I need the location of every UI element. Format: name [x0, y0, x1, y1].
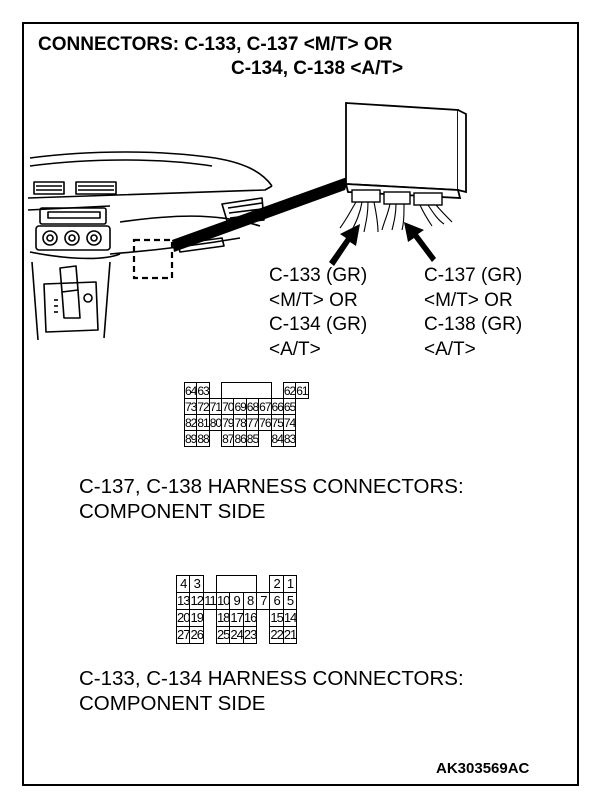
connector-lock — [215, 575, 258, 593]
pin: 25 — [215, 626, 230, 644]
pin: 13 — [175, 592, 191, 610]
pin-gap — [209, 431, 221, 447]
pin-gap — [296, 431, 308, 447]
pin: 10 — [215, 592, 230, 610]
pin-gap — [203, 627, 216, 644]
pin: 88 — [196, 430, 210, 447]
ecu-module — [344, 102, 467, 199]
pin-gap — [296, 399, 308, 415]
pin: 6 — [269, 592, 284, 610]
caption-upper-line-2: COMPONENT SIDE — [79, 500, 266, 523]
pin: 80 — [208, 414, 222, 431]
diagram-frame — [22, 22, 579, 786]
pin-gap — [257, 576, 270, 593]
pin-gap — [296, 415, 308, 431]
pin: 66 — [270, 398, 284, 415]
pin: 17 — [229, 609, 244, 627]
pin: 64 — [183, 382, 197, 399]
pin-gap — [203, 576, 216, 593]
pin: 87 — [221, 430, 234, 447]
connector-c137-c138: 64 63 62 61 73 72 71 70 69 68 67 66 65 8… — [183, 382, 309, 447]
pin: 18 — [215, 609, 230, 627]
pin: 12 — [189, 592, 204, 610]
pointer-wedge — [172, 176, 350, 252]
callout-right: C-137 (GR) <M/T> OR C-138 (GR) <A/T> — [424, 264, 522, 362]
pin: 63 — [196, 382, 210, 399]
caption-lower-line-2: COMPONENT SIDE — [79, 692, 266, 715]
pin: 89 — [183, 430, 197, 447]
callout-left-line: C-133 (GR) — [269, 265, 368, 286]
pin-gap — [271, 383, 283, 399]
pin: 77 — [245, 414, 259, 431]
pin-gap — [257, 610, 270, 627]
pin: 8 — [242, 592, 258, 610]
pin: 78 — [233, 414, 247, 431]
pin: 21 — [282, 626, 297, 644]
figure-code: AK303569AC — [436, 760, 530, 777]
pin: 22 — [269, 626, 284, 644]
title-line-1: CONNECTORS: C-133, C-137 <M/T> OR — [38, 34, 393, 55]
pin: 83 — [282, 430, 296, 447]
pin: 75 — [270, 414, 284, 431]
pin: 15 — [269, 609, 284, 627]
pin: 82 — [183, 414, 197, 431]
caption-upper: C-137, C-138 HARNESS CONNECTORS: COMPONE… — [79, 474, 464, 524]
pin: 20 — [175, 609, 191, 627]
callout-right-line: <M/T> OR — [424, 289, 513, 311]
pin: 65 — [282, 398, 296, 415]
pin: 19 — [189, 609, 204, 627]
pin: 84 — [270, 430, 284, 447]
callout-right-line: C-138 (GR) — [424, 314, 523, 335]
pin: 23 — [242, 626, 257, 644]
pin-gap — [203, 610, 216, 627]
title-line-2: C-134, C-138 <A/T> — [231, 58, 404, 79]
pin: 72 — [196, 398, 210, 415]
connector-c133-c134: 4 3 2 1 13 12 11 10 9 8 7 6 5 20 19 18 1… — [175, 575, 298, 644]
callout-left: C-133 (GR) <M/T> OR C-134 (GR) <A/T> — [269, 264, 367, 362]
pin: 27 — [175, 626, 191, 644]
callout-right-line: <A/T> — [424, 338, 476, 360]
connector-lock — [221, 382, 272, 399]
pin: 5 — [282, 592, 298, 610]
arrow-left — [329, 224, 360, 266]
pin-gap — [257, 627, 270, 644]
caption-lower: C-133, C-134 HARNESS CONNECTORS: COMPONE… — [79, 666, 464, 716]
pin: 26 — [189, 626, 204, 644]
pin: 74 — [282, 414, 296, 431]
callout-left-line: <A/T> — [269, 338, 321, 360]
pin: 67 — [258, 398, 272, 415]
pin: 16 — [242, 609, 257, 627]
pin: 85 — [245, 430, 259, 447]
pin: 9 — [229, 592, 244, 610]
caption-upper-line-1: C-137, C-138 HARNESS CONNECTORS: — [79, 475, 464, 498]
pin: 86 — [233, 430, 247, 447]
pin: 1 — [282, 575, 298, 593]
pin: 79 — [221, 414, 234, 431]
pin: 24 — [229, 626, 244, 644]
pin: 76 — [258, 414, 272, 431]
pin: 11 — [202, 592, 217, 610]
pin: 61 — [295, 382, 309, 399]
pin: 62 — [282, 382, 296, 399]
pin: 68 — [245, 398, 259, 415]
callout-right-line: C-137 (GR) — [424, 265, 523, 286]
pin: 7 — [256, 592, 271, 610]
pin: 71 — [208, 398, 222, 415]
ecu-location-box — [132, 238, 174, 280]
pin: 4 — [175, 575, 191, 593]
caption-lower-line-1: C-133, C-134 HARNESS CONNECTORS: — [79, 667, 464, 690]
pin: 2 — [269, 575, 284, 593]
pin: 70 — [221, 398, 234, 415]
pin: 73 — [183, 398, 197, 415]
pin: 14 — [282, 609, 297, 627]
pin-gap — [259, 431, 271, 447]
arrow-right — [404, 222, 436, 262]
pin: 69 — [233, 398, 247, 415]
pin: 3 — [189, 575, 204, 593]
pin: 81 — [196, 414, 210, 431]
pin-gap — [209, 383, 221, 399]
callout-left-line: <M/T> OR — [269, 289, 358, 311]
callout-left-line: C-134 (GR) — [269, 314, 368, 335]
